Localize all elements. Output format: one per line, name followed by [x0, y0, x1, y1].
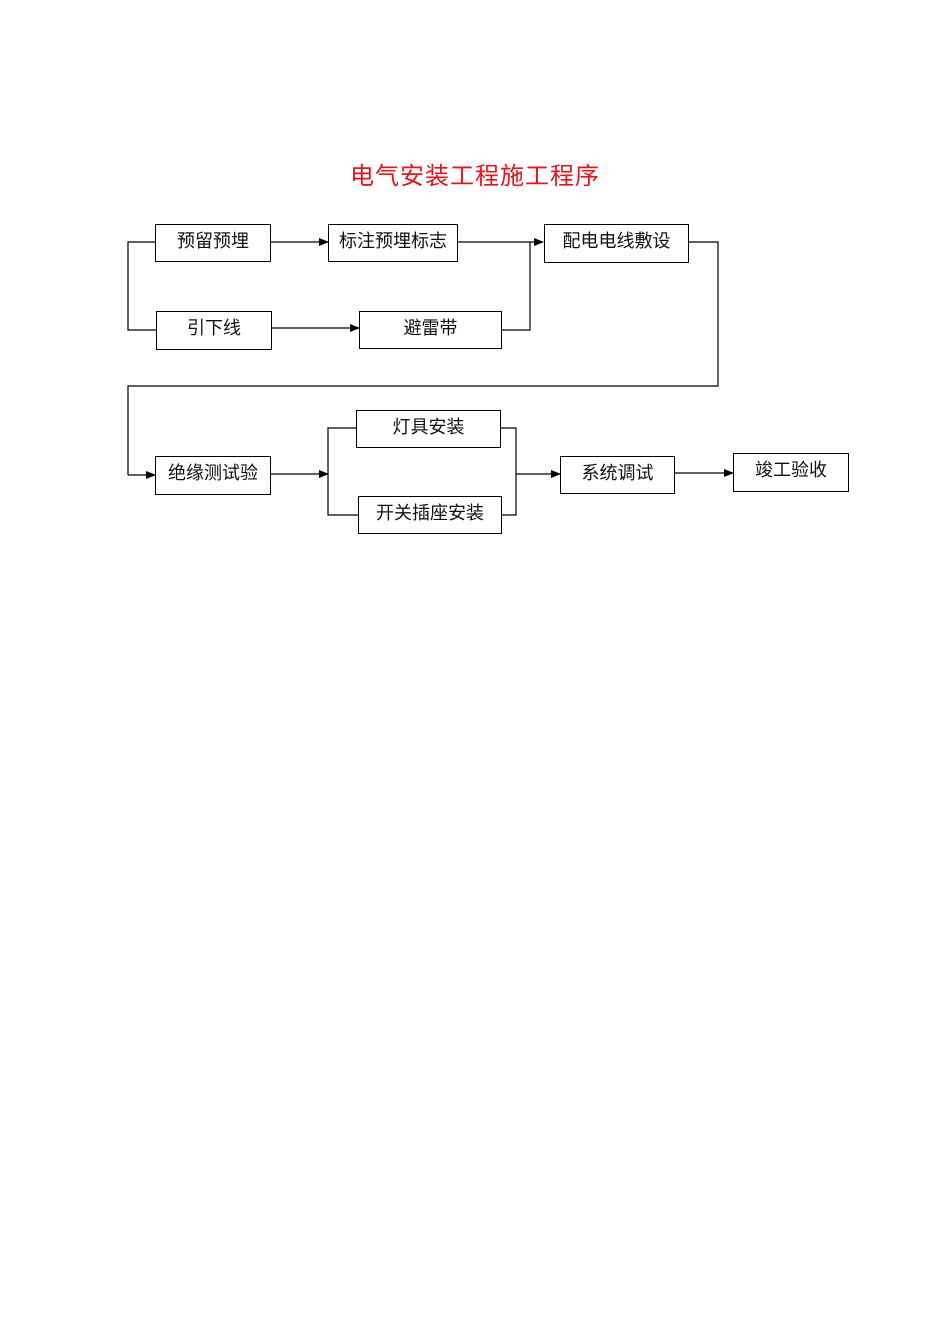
step-downlead: 引下线 — [156, 311, 272, 350]
step-wiring: 配电电线敷设 — [544, 224, 689, 263]
step-acceptance: 竣工验收 — [733, 453, 849, 492]
belt-merge-line — [502, 242, 531, 331]
step-lamp-install: 灯具安装 — [356, 410, 501, 448]
step-system-debug: 系统调试 — [560, 456, 675, 494]
step-lightning-belt: 避雷带 — [359, 311, 502, 349]
page-title: 电气安装工程施工程序 — [350, 162, 600, 190]
left-bracket-line — [127, 241, 157, 331]
wiring-to-test-line — [127, 241, 719, 475]
branch-right-bracket — [501, 427, 517, 516]
step-insulation-test: 绝缘测试验 — [155, 456, 271, 495]
branch-left-bracket — [327, 427, 358, 516]
step-switch-socket-install: 开关插座安装 — [358, 496, 502, 534]
step-preembed: 预留预埋 — [155, 224, 271, 262]
step-mark-preembed: 标注预埋标志 — [328, 224, 458, 262]
